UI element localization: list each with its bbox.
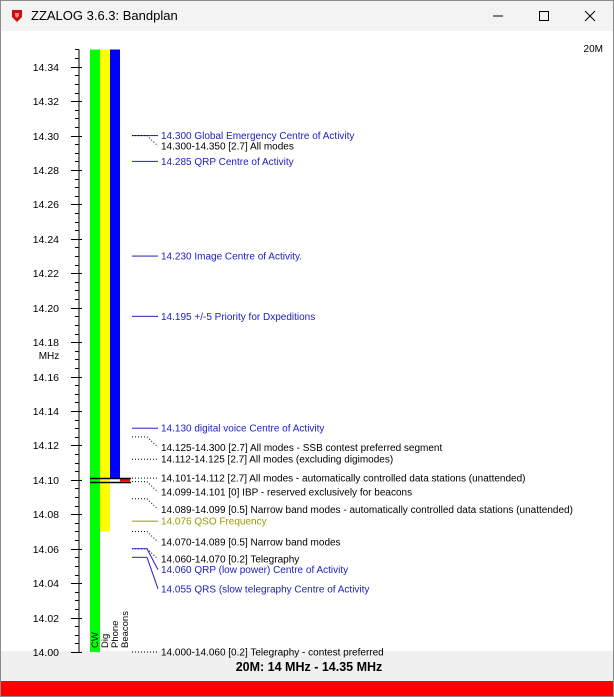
- bandplan-canvas: 14.00 14.02 14.04 14.06 14.08 14.10 14.12 14.14…: [1, 31, 613, 687]
- window-title: ZZALOG 3.6.3: Bandplan: [31, 8, 178, 23]
- mode-bar-beacons: [120, 478, 130, 482]
- tick-label: 14.16: [33, 372, 59, 384]
- maximize-icon: [539, 11, 549, 21]
- entry-label: 14.076 QSO Frequency: [161, 517, 267, 528]
- tick-label: 14.30: [33, 131, 59, 143]
- band-footer: 20M: 14 MHz - 14.35 MHz: [236, 660, 383, 674]
- entry-label: 14.300-14.350 [2.7] All modes: [161, 142, 294, 153]
- mode-column-label: Phone: [110, 621, 121, 648]
- tick-label: 14.08: [33, 509, 59, 521]
- maximize-button[interactable]: [521, 1, 567, 31]
- mode-bar-phone: [110, 49, 120, 479]
- title-bar[interactable]: ZZALOG 3.6.3: Bandplan: [1, 1, 613, 31]
- close-icon: [584, 10, 596, 22]
- entry-label: 14.195 +/-5 Priority for Dxpeditions: [161, 312, 315, 323]
- tick-label: 14.00: [33, 647, 59, 659]
- entry-leader: [146, 548, 159, 570]
- entry-leader: [146, 481, 159, 493]
- entry-label: 14.230 Image Centre of Activity.: [161, 252, 302, 263]
- entry-label: 14.285 QRP Centre of Activity: [161, 157, 294, 168]
- tick-label: 14.34: [33, 62, 59, 74]
- band-corner-label: 20M: [584, 44, 603, 55]
- tick-label: 14.26: [33, 199, 59, 211]
- entry-label: 14.130 digital voice Centre of Activity: [161, 424, 324, 435]
- entry-label: 14.112-14.125 [2.7] All modes (excluding…: [161, 455, 393, 466]
- mode-column-label: Dig: [100, 634, 111, 648]
- close-button[interactable]: [567, 1, 613, 31]
- tick-label: 14.12: [33, 440, 59, 452]
- tick-label: 14.02: [33, 613, 59, 625]
- axis-ticks: 14.00 14.02 14.04 14.06 14.08 14.10 14.12 14.14…: [33, 49, 82, 659]
- entry-label: 14.055 QRS (slow telegraphy Centre of Ac…: [161, 584, 369, 595]
- entry-leader: [146, 135, 159, 147]
- entry-label: 14.300 Global Emergency Centre of Activi…: [161, 131, 354, 142]
- entry-leader: [146, 548, 159, 560]
- minimize-button[interactable]: [475, 1, 521, 31]
- minimize-icon: [493, 15, 503, 17]
- entry-label: 14.125-14.300 [2.7] All modes - SSB cont…: [161, 443, 442, 454]
- entry-label: 14.060-14.070 [0.2] Telegraphy: [161, 555, 299, 566]
- mode-bar-dig: [100, 49, 110, 532]
- tick-label: 14.10: [33, 475, 59, 487]
- entry-label: 14.101-14.112 [2.7] All modes - automati…: [161, 474, 525, 485]
- tick-label: 14.14: [33, 406, 59, 418]
- tick-label: 14.04: [33, 578, 59, 590]
- entry-label: 14.070-14.089 [0.5] Narrow band modes: [161, 538, 341, 549]
- entries: 14.300 Global Emergency Centre of Activi…: [132, 131, 573, 659]
- entry-label: 14.099-14.101 [0] IBP - reserved exclusi…: [161, 488, 412, 499]
- mode-bar-cw: [90, 49, 100, 652]
- tick-label: 14.28: [33, 165, 59, 177]
- app-icon: [12, 10, 22, 22]
- entry-label: 14.060 QRP (low power) Centre of Activit…: [161, 565, 348, 576]
- tick-label: 14.20: [33, 303, 59, 315]
- entry-leader: [146, 498, 159, 510]
- entry-label: 14.000-14.060 [0.2] Telegraphy - contest…: [161, 648, 384, 659]
- axis-unit-label: MHz: [39, 351, 60, 362]
- entry-leader: [146, 531, 159, 543]
- entry-leader: [146, 436, 159, 448]
- entry-label: 14.089-14.099 [0.5] Narrow band modes - …: [161, 505, 573, 516]
- mode-column-label: CW: [90, 632, 101, 648]
- tick-label: 14.22: [33, 268, 59, 280]
- tick-label: 14.24: [33, 234, 59, 246]
- bandplan-chart: 14.00 14.02 14.04 14.06 14.08 14.10 14.12 14.14…: [1, 31, 613, 674]
- tick-label: 14.18: [33, 337, 59, 349]
- tick-label: 14.32: [33, 96, 59, 108]
- entry-leader: [146, 557, 159, 589]
- mode-column-label: Beacons: [120, 611, 131, 648]
- status-bar: [1, 681, 613, 696]
- tick-label: 14.06: [33, 544, 59, 556]
